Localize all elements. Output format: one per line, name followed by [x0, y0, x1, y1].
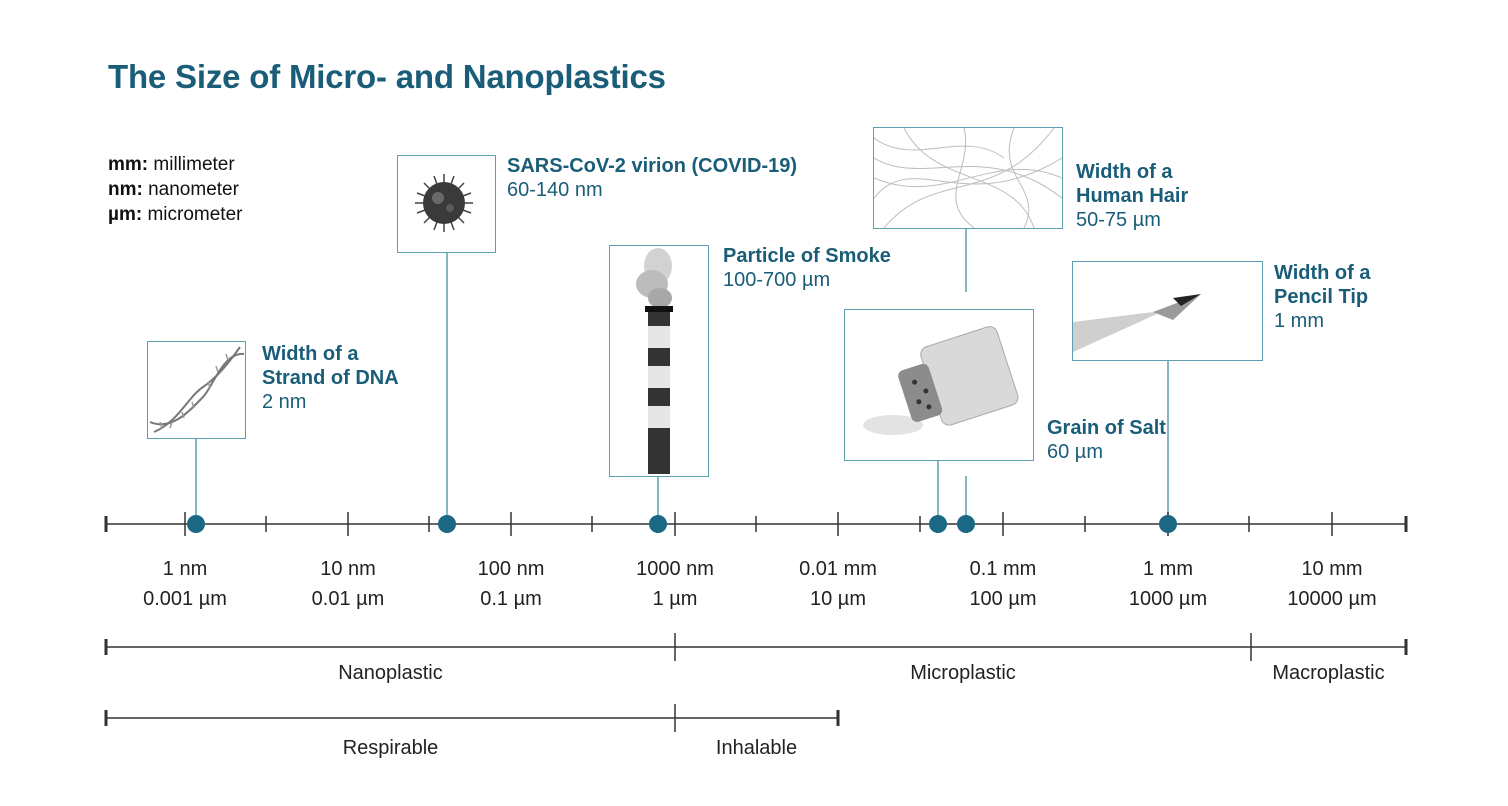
smokestack-icon	[636, 248, 673, 474]
range-macroplastic: Macroplastic	[1272, 662, 1385, 684]
label-virus: SARS-CoV-2 virion (COVID-19) 60-140 nm	[507, 155, 798, 201]
virus-icon	[415, 174, 473, 232]
label-hair: Width of a Human Hair 50-75 µm	[1076, 161, 1189, 231]
range-nanoplastic: Nanoplastic	[338, 662, 443, 684]
pencil-image-box	[1072, 261, 1263, 361]
legend-item-mm: mm: millimeter	[108, 154, 235, 175]
range-microplastic: Microplastic	[910, 662, 1016, 684]
marker-salt	[929, 515, 947, 533]
salt-shaker-icon	[863, 326, 1019, 435]
pencil-tip-icon	[1073, 294, 1201, 352]
label-pencil: Width of a Pencil Tip 1 mm	[1274, 262, 1371, 332]
label-smoke: Particle of Smoke 100-700 µm	[723, 245, 891, 291]
smoke-image-box	[609, 245, 709, 477]
marker-pencil	[1159, 515, 1177, 533]
dna-helix-icon	[149, 346, 245, 433]
marker-dna	[187, 515, 205, 533]
hair-strands-icon	[874, 128, 1062, 228]
legend-item-um: µm: micrometer	[108, 204, 243, 225]
dna-image-box	[147, 341, 246, 439]
label-dna: Width of a Strand of DNA 2 nm	[262, 343, 399, 413]
salt-image-box	[844, 309, 1034, 461]
unit-legend: mm: millimeter nm: nanometer µm: microme…	[108, 152, 242, 227]
marker-hair	[957, 515, 975, 533]
label-salt: Grain of Salt 60 µm	[1047, 417, 1166, 463]
range-respirable: Respirable	[342, 737, 439, 759]
range-inhalable: Inhalable	[715, 737, 798, 759]
hair-image-box	[873, 127, 1063, 229]
virus-image-box	[397, 155, 496, 253]
marker-virus	[438, 515, 456, 533]
marker-smoke	[649, 515, 667, 533]
page-title: The Size of Micro- and Nanoplastics	[108, 58, 666, 95]
legend-item-nm: nm: nanometer	[108, 179, 239, 200]
